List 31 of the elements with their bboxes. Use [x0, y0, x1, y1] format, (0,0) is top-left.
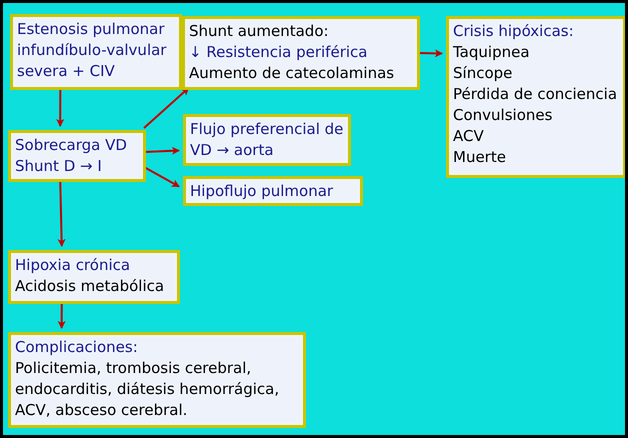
- arrow: [58, 302, 66, 329]
- box-text: Hipoflujo pulmonar: [190, 181, 334, 202]
- box-text: Taquipnea: [453, 42, 531, 63]
- arrow: [143, 87, 190, 129]
- text-box: [182, 16, 420, 90]
- box-text: Policitemia, trombosis cerebral, endocarditis, diátesis hemorrágica, ACV, absceso cerebral.: [15, 358, 280, 421]
- arrow: [56, 88, 64, 127]
- box-text: ACV: [453, 126, 485, 147]
- box-text: Hipoxia crónica: [15, 255, 132, 276]
- box-text: Flujo preferencial de VD → aorta: [190, 119, 344, 161]
- text-box: [8, 250, 180, 304]
- text-box: [10, 14, 182, 90]
- box-text: ↓ Resistencia periférica: [189, 42, 368, 63]
- box-text: Complicaciones:: [15, 337, 139, 358]
- box-text: Estenosis pulmonar infundíbulo-valvular severa + CIV: [17, 19, 168, 82]
- text-box: [8, 332, 306, 428]
- box-text: Shunt D → I: [15, 156, 103, 177]
- box-text: Aumento de catecolaminas: [189, 63, 396, 84]
- box-text: Acidosis metabólica: [15, 276, 166, 297]
- box-text: Síncope: [453, 63, 514, 84]
- box-text: Pérdida de conciencia: [453, 84, 618, 105]
- box-text: Sobrecarga VD: [15, 135, 128, 156]
- box-text: Convulsiones: [453, 105, 554, 126]
- text-box: [183, 176, 363, 206]
- arrow: [58, 180, 66, 247]
- text-box: [183, 114, 351, 166]
- text-box: [446, 16, 625, 178]
- box-text: Shunt aumentado:: [189, 21, 330, 42]
- box-text: Crisis hipóxicas:: [453, 21, 575, 42]
- text-box: [8, 130, 146, 182]
- box-text: Muerte: [453, 147, 507, 168]
